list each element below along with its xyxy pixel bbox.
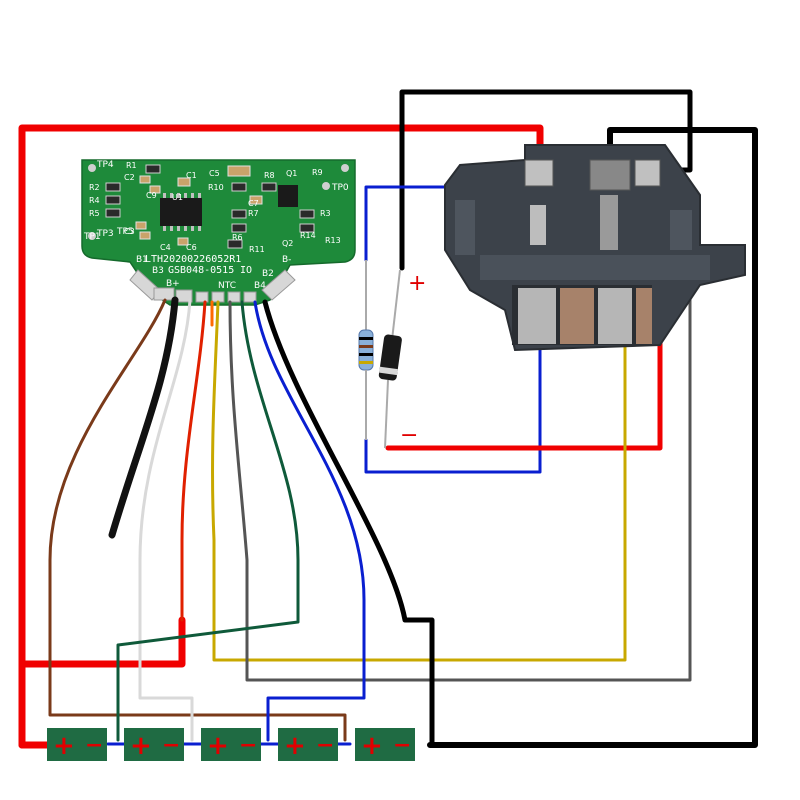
- pcb-board-id-suffix: IO: [240, 265, 252, 276]
- pcb-label-r2: R2: [89, 183, 100, 192]
- pcb-transistor: [278, 185, 298, 207]
- battery-cell-plus-sign: +: [53, 731, 75, 761]
- pcb-label-r9: R9: [312, 168, 323, 177]
- diode-minus-sign: −: [400, 423, 418, 448]
- pcb-label-c9: C9: [146, 191, 157, 200]
- pcb-pad-label-b1: B1: [136, 255, 148, 265]
- pcb-label-r6: R6: [232, 233, 243, 242]
- pcb-label-r7: R7: [248, 209, 259, 218]
- battery-cell-body: [47, 728, 107, 761]
- battery-cell: +−: [201, 728, 261, 761]
- battery-connector: [444, 144, 746, 352]
- pcb-label-r1: R1: [126, 161, 137, 170]
- brown-wire: [48, 298, 347, 742]
- pcb-label-c1: C1: [186, 171, 197, 180]
- gray-wire: [228, 300, 249, 627]
- battery-cell-plus-sign: +: [207, 731, 229, 761]
- battery-cell-minus-sign: −: [239, 733, 257, 758]
- battery-cells: +−+−+−+−+−: [47, 728, 415, 761]
- pcb-pad-label-b4: B4: [254, 281, 266, 291]
- dark-green-wire: [116, 300, 300, 742]
- pcb-label-tp1: TP1: [83, 232, 101, 242]
- pcb-label-r11: R11: [249, 245, 265, 254]
- pcb-pad-label-b2: B2: [262, 269, 274, 279]
- pcb-label-c3: C3: [124, 227, 135, 236]
- pcb-label-q1: Q1: [286, 169, 297, 178]
- pcb-label-c2: C2: [124, 173, 135, 182]
- battery-cell-body: [124, 728, 184, 761]
- pcb-board-id-line2: GSB048-0515: [168, 265, 234, 276]
- pcb-ic-chip: [160, 198, 202, 226]
- pcb-pad-label-bplus: B+: [166, 279, 180, 289]
- red-balance-wire: [180, 300, 207, 622]
- white-wire: [138, 298, 194, 742]
- pcb-label-u1: U1: [172, 193, 183, 202]
- pcb-board-id-line1: LTH20200226052R1: [145, 254, 241, 265]
- yellow-long-wire: [212, 260, 627, 662]
- battery-cell: +−: [124, 728, 184, 761]
- yellow-wire: [211, 300, 220, 627]
- diode-plus-sign: +: [408, 271, 426, 296]
- gray-long-wire: [245, 260, 692, 682]
- pcb-label-tp3: TP3: [96, 229, 114, 239]
- pcb-pad-label-ntc: NTC: [218, 281, 236, 291]
- pcb-label-c7: C7: [248, 199, 259, 208]
- pcb-label-r5: R5: [89, 209, 100, 218]
- black-ntc-wire: [108, 296, 179, 539]
- pcb-label-r14: R14: [300, 231, 316, 240]
- pcb-label-c4: C4: [160, 243, 171, 252]
- pcb-board: TP4 TP3 TP5 TP1 TP0 R1 R2 R4 R5 R10 R8 R…: [81, 159, 356, 306]
- pcb-label-tp0: TP0: [331, 183, 349, 193]
- battery-cell-minus-sign: −: [162, 733, 180, 758]
- pcb-label-r8: R8: [264, 171, 275, 180]
- resistor: [358, 260, 374, 440]
- pcb-label-tp5: TP5: [116, 227, 134, 237]
- diode: + −: [378, 269, 426, 449]
- battery-cell: +−: [355, 728, 415, 761]
- battery-cell-minus-sign: −: [393, 733, 411, 758]
- pcb-label-c6: C6: [186, 243, 197, 252]
- red-cell-link-wire: [18, 616, 186, 668]
- black-negative-wire: [262, 299, 435, 748]
- pcb-pad-label-bminus: B-: [282, 255, 291, 265]
- pcb-label-r3: R3: [320, 209, 331, 218]
- pcb-label-tp4: TP4: [96, 160, 114, 170]
- battery-cell: +−: [278, 728, 338, 761]
- battery-cell-body: [201, 728, 261, 761]
- blue-wire: [253, 300, 366, 742]
- pcb-label-r4: R4: [89, 196, 100, 205]
- battery-cell-body: [278, 728, 338, 761]
- battery-cell-plus-sign: +: [130, 731, 152, 761]
- pcb-label-r13: R13: [325, 236, 341, 245]
- battery-cell: +−: [47, 728, 107, 761]
- battery-cell-body: [355, 728, 415, 761]
- pcb-label-c5: C5: [209, 169, 220, 178]
- battery-cell-plus-sign: +: [284, 731, 306, 761]
- battery-cell-plus-sign: +: [361, 731, 383, 761]
- pcb-label-q2: Q2: [282, 239, 293, 248]
- battery-cell-minus-sign: −: [316, 733, 334, 758]
- pcb-label-r10: R10: [208, 183, 224, 192]
- pcb-pad-label-b3: B3: [152, 266, 164, 276]
- battery-cell-minus-sign: −: [85, 733, 103, 758]
